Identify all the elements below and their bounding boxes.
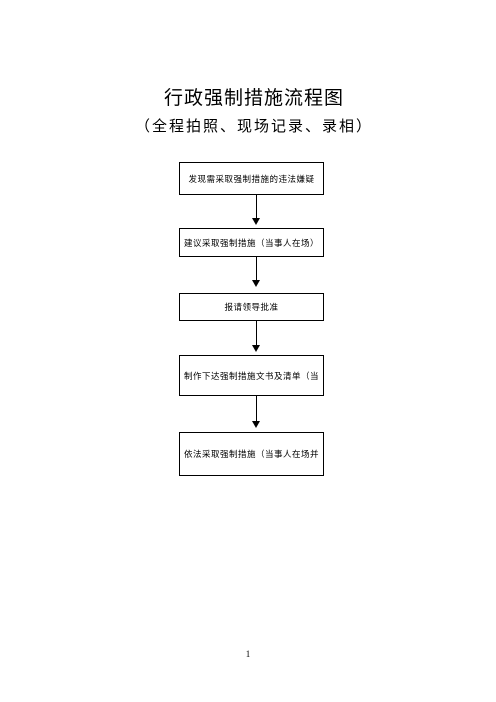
flow-step-discover: 发现需采取强制措施的违法嫌疑 [179, 162, 324, 195]
arrow-head-icon [252, 345, 260, 352]
flow-step-approve: 报请领导批准 [179, 293, 324, 321]
arrow-head-icon [252, 280, 260, 287]
page-title: 行政强制措施流程图 [163, 87, 344, 109]
arrow-head-icon [252, 421, 260, 428]
page-subtitle: （全程拍照、现场记录、录相） [134, 117, 373, 135]
flow-step-label: 制作下达强制措施文书及清单（当 [184, 371, 320, 382]
flow-step-propose: 建议采取强制措施（当事人在场） [179, 228, 324, 257]
flow-arrow-3 [256, 321, 257, 345]
flow-step-issue-documents: 制作下达强制措施文书及清单（当 [179, 355, 324, 396]
flow-arrow-4 [256, 396, 257, 421]
arrow-head-icon [252, 218, 260, 225]
flow-step-enforce: 依法采取强制措施（当事人在场并 [179, 432, 324, 476]
flow-step-label: 发现需采取强制措施的违法嫌疑 [188, 174, 315, 185]
page-number: 1 [245, 649, 251, 659]
flow-step-label: 依法采取强制措施（当事人在场并 [184, 450, 320, 460]
flow-step-label: 建议采取强制措施（当事人在场） [184, 238, 320, 249]
flow-step-label: 报请领导批准 [224, 303, 279, 313]
flow-arrow-1 [256, 195, 257, 218]
flow-arrow-2 [256, 257, 257, 280]
